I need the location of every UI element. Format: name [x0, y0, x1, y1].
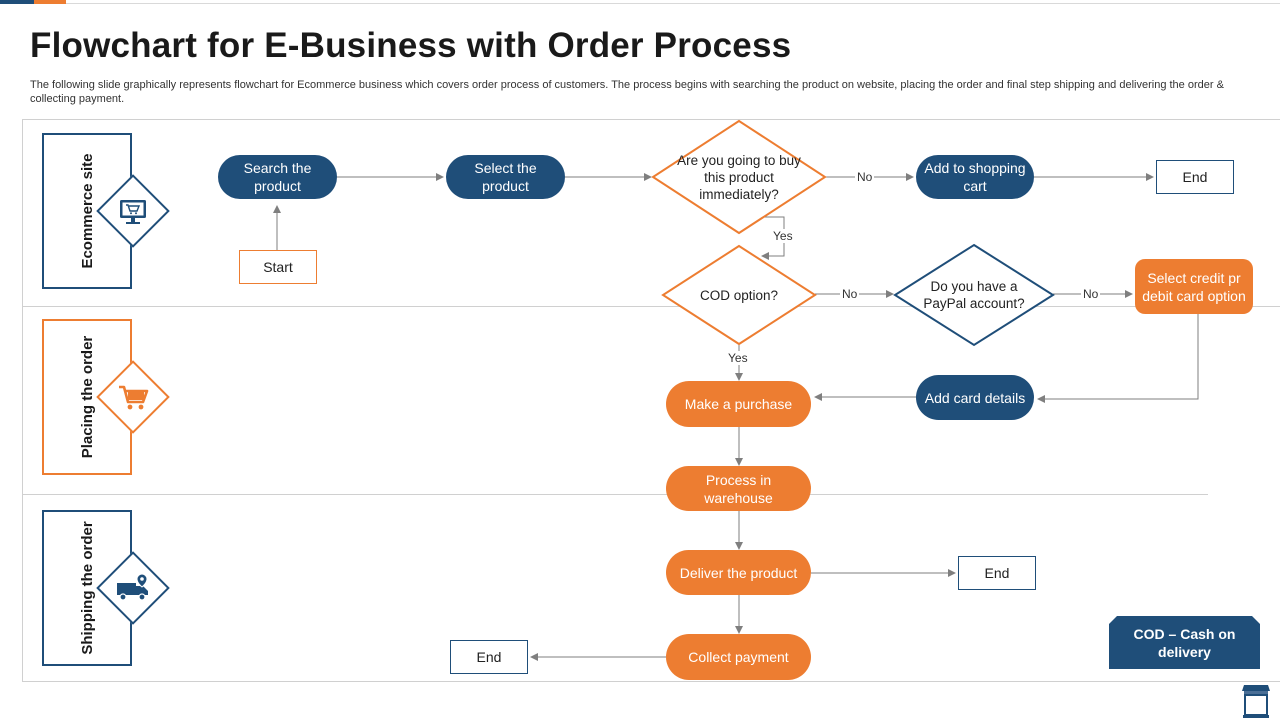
decision-buy-now-shape — [651, 119, 827, 235]
cod-legend: COD – Cash on delivery — [1109, 616, 1260, 669]
node-start: Start — [239, 250, 317, 284]
accent-bar-orange — [34, 0, 66, 4]
computer-cart-icon — [120, 200, 146, 224]
edge-label-paypal-no: No — [1081, 287, 1101, 301]
lane-divider-2 — [22, 494, 1208, 495]
diagram-frame — [22, 119, 1280, 682]
decision-paypal-shape — [893, 243, 1055, 347]
decision-cod-shape — [661, 244, 817, 346]
lane-divider-1 — [22, 306, 1280, 307]
delivery-truck-icon — [117, 573, 148, 601]
store-icon — [1242, 685, 1270, 718]
page-subtitle: The following slide graphically represen… — [30, 79, 1224, 105]
accent-bar-navy — [0, 0, 34, 4]
decision-paypal: Do you have a PayPal account? — [923, 279, 1025, 311]
edge-label-cod-no: No — [840, 287, 860, 301]
node-deliver-product: Deliver the product — [666, 550, 811, 595]
node-add-card-details: Add card details — [916, 375, 1034, 420]
page-title: Flowchart for E-Business with Order Proc… — [30, 26, 792, 65]
node-select-product: Select the product — [446, 155, 565, 199]
edge-credit-card — [1037, 314, 1199, 403]
node-end-mid: End — [958, 556, 1036, 590]
edge-label-buy-yes: Yes — [771, 229, 795, 243]
node-search-product: Search the product — [218, 155, 337, 199]
decision-cod: COD option? — [699, 287, 779, 303]
node-process-warehouse: Process in warehouse — [666, 466, 811, 511]
edge-label-cod-yes: Yes — [726, 351, 750, 365]
node-end-bottom: End — [450, 640, 528, 674]
header-rule — [66, 3, 1280, 4]
edge-label-buy-no: No — [855, 170, 875, 184]
decision-buy-now: Are you going to buy this product immedi… — [677, 152, 801, 202]
node-make-purchase: Make a purchase — [666, 381, 811, 427]
node-credit-debit-card: Select credit pr debit card option — [1135, 259, 1253, 314]
node-collect-payment: Collect payment — [666, 634, 811, 680]
node-add-to-cart: Add to shopping cart — [916, 155, 1034, 199]
node-end-top: End — [1156, 160, 1234, 194]
shopping-cart-icon — [119, 385, 149, 410]
